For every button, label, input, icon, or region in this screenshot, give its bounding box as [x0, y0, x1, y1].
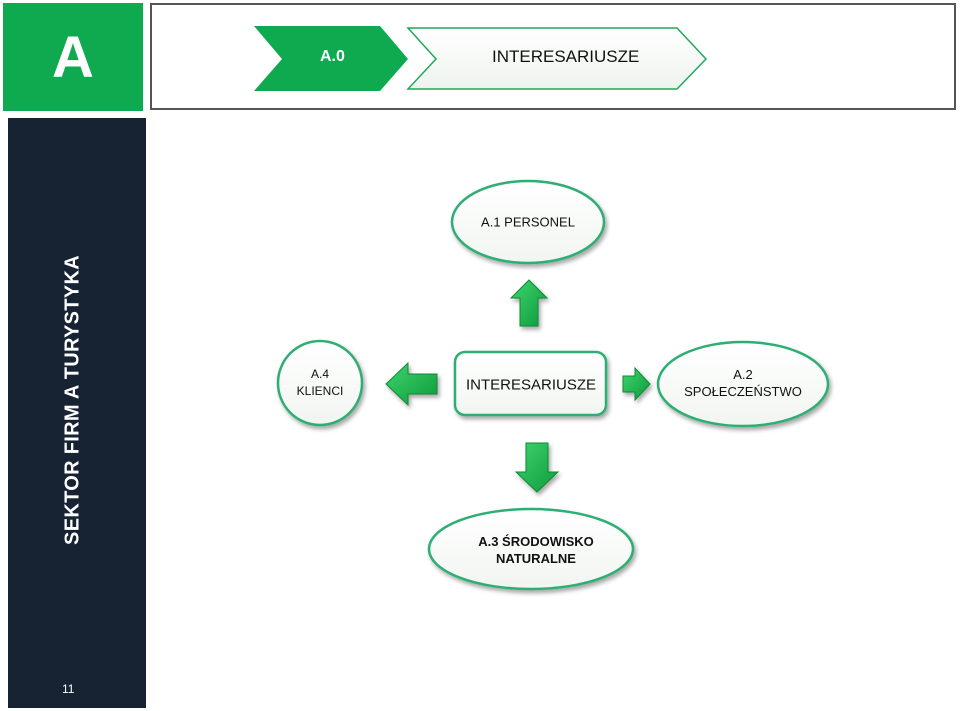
section-title: INTERESARIUSZE: [492, 47, 640, 66]
arrow-down-icon: [514, 442, 560, 493]
node-spoleczenstwo-label: A.2 SPOŁECZEŃSTWO: [684, 366, 802, 400]
node-personel-label: A.1 PERSONEL: [481, 214, 575, 230]
chevron-code-shape: [254, 26, 408, 91]
node-srodowisko-ellipse: [427, 507, 635, 591]
node-srodowisko-line1: A.3 ŚRODOWISKO: [478, 534, 594, 549]
header-bar: A.0 INTERESARIUSZE: [150, 3, 956, 110]
center-box: [453, 350, 608, 417]
node-klienci-code: A.4: [310, 367, 329, 381]
center-label: INTERESARIUSZE: [465, 376, 597, 394]
node-klienci-ellipse: [276, 339, 364, 427]
node-personel-ellipse: [450, 179, 606, 265]
chevron-title-shape: [406, 27, 708, 90]
node-klienci-name: KLIENCI: [296, 384, 344, 398]
node-srodowisko-label: A.3 ŚRODOWISKO NATURALNE: [478, 533, 594, 567]
sidebar: SEKTOR FIRM A TURYSTYKA 11: [8, 118, 146, 708]
node-srodowisko-line2: NATURALNE: [496, 551, 576, 566]
section-code: A.0: [320, 48, 345, 65]
arrow-right-icon: [622, 366, 651, 402]
node-klienci-label: A.4 KLIENCI: [297, 366, 344, 400]
section-letter: A: [52, 24, 94, 90]
node-spoleczenstwo-code: A.2: [733, 367, 753, 382]
node-spoleczenstwo-name: SPOŁECZEŃSTWO: [684, 384, 802, 399]
arrow-left-icon: [385, 361, 438, 407]
page-number: 11: [62, 682, 75, 696]
node-spoleczenstwo-ellipse: [656, 340, 830, 428]
arrow-up-icon: [509, 279, 549, 327]
section-letter-box: A: [3, 3, 143, 111]
header-chevrons: [254, 26, 708, 91]
